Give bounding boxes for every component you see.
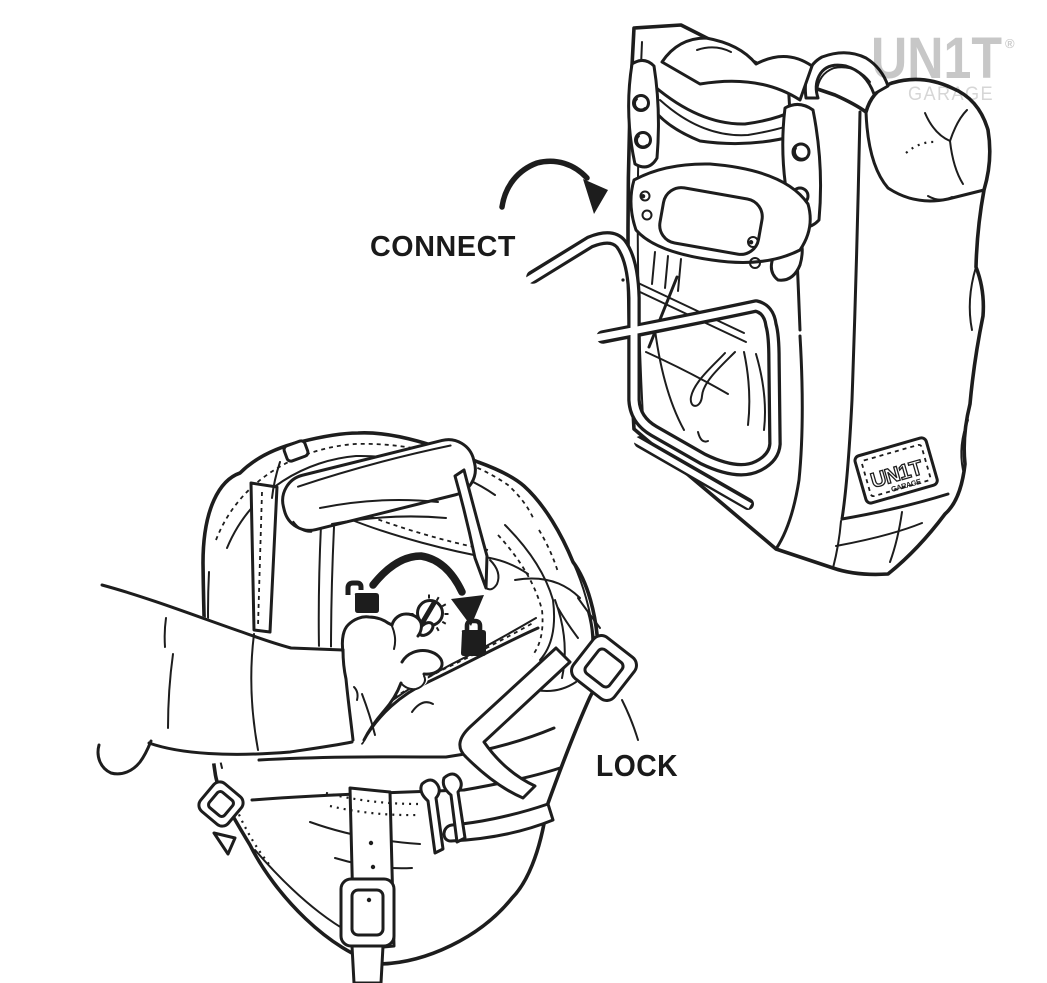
svg-text:LOCK: LOCK [596,748,678,783]
svg-text:GARAGE: GARAGE [908,84,994,105]
svg-text:CONNECT: CONNECT [370,231,516,263]
svg-text:UN1T: UN1T [871,26,1002,91]
svg-text:®: ® [1005,36,1015,51]
